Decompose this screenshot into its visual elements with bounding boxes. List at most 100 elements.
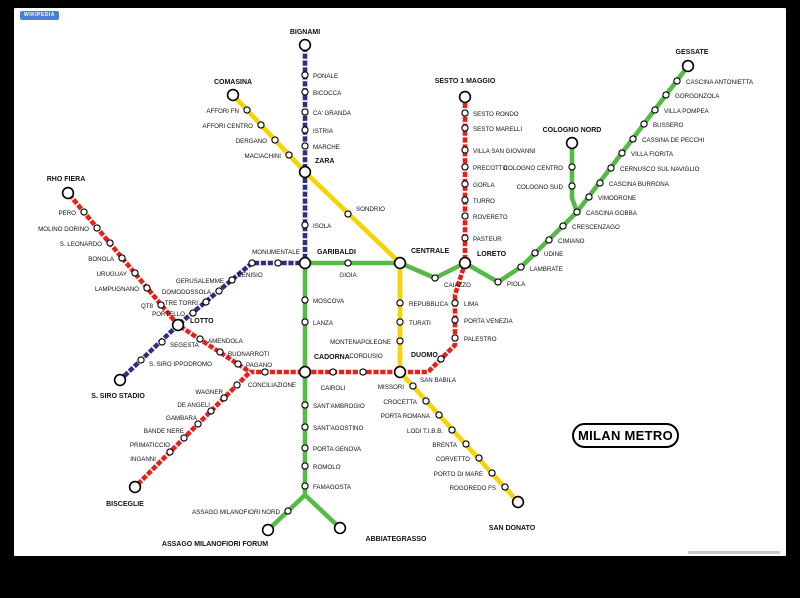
- label-ponale: PONALE: [313, 73, 338, 80]
- station-uruguay: [131, 269, 139, 277]
- label-conciliazione: CONCILIAZIONE: [248, 382, 296, 389]
- label-cassina-de-pecchi: CASSINA DE PECCHI: [642, 137, 705, 144]
- station-primaticcio: [180, 434, 188, 442]
- label-moscova: MOSCOVA: [313, 298, 345, 305]
- station-romolo: [301, 462, 309, 470]
- label-buonarroti: BUONARROTI: [228, 351, 270, 358]
- station-gioia: [344, 259, 352, 267]
- label-primaticcio: PRIMATICCIO: [130, 442, 170, 449]
- line-m2-path-1: [569, 140, 580, 215]
- station-famagosta: [301, 482, 309, 490]
- label-istria: ISTRIA: [313, 128, 334, 135]
- station-sant-ambrogio: [301, 401, 309, 409]
- label-bussero: BUSSERO: [653, 122, 683, 129]
- label-piola: PIOLA: [507, 281, 526, 288]
- station-rogoredo-fs: [501, 483, 509, 491]
- label-lambrate: LAMBRATE: [530, 266, 563, 273]
- station-cologno-centro: [568, 163, 576, 171]
- label-porto-di-mare: PORTO DI MARE: [434, 471, 483, 478]
- station-porto-di-mare: [488, 469, 496, 477]
- station-bande-nere: [194, 420, 202, 428]
- label-missori: MISSORI: [378, 384, 404, 391]
- station-s-siro-ippodromo: [137, 356, 145, 364]
- station-sant-agostino: [301, 423, 309, 431]
- station-s-leonardo: [106, 239, 114, 247]
- station-montenapoleone: [396, 337, 404, 345]
- label-turati: TURATI: [409, 320, 431, 327]
- station-cimiano: [545, 236, 553, 244]
- station-assago-milanofiori-nord: [284, 507, 292, 515]
- label-marche: MARCHE: [313, 144, 340, 151]
- label-cordusio: CORDUSIO: [349, 353, 383, 360]
- station-lodi-t-i-b-b: [448, 426, 456, 434]
- station-affori-fn: [243, 106, 251, 114]
- station-brenta: [462, 440, 470, 448]
- station-sesto-1-maggio: [458, 90, 472, 104]
- station-portello: [189, 309, 197, 317]
- label-san-donato: SAN DONATO: [489, 525, 536, 532]
- label-assago-milanofiori-nord: ASSAGO MILANOFIORI NORD: [192, 509, 281, 516]
- label-crescenzago: CRESCENZAGO: [572, 224, 620, 231]
- wikipedia-badge[interactable]: WIKIPEDIA: [20, 11, 59, 20]
- station-bussero: [640, 120, 648, 128]
- station-affori-centro: [257, 121, 265, 129]
- label-bande-nere: BANDE NERE: [144, 428, 184, 435]
- station-cascina-antonietta: [673, 77, 681, 85]
- label-sondrio: SONDRIO: [356, 206, 385, 213]
- label-monumentale: MONUMENTALE: [252, 249, 300, 256]
- label-sesto-1-maggio: SESTO 1 MAGGIO: [435, 78, 496, 85]
- station-caiazzo: [431, 274, 439, 282]
- station-cairoli: [329, 368, 337, 376]
- label-pero: PERO: [58, 210, 76, 217]
- label-comasina: COMASINA: [214, 79, 252, 86]
- station-villa-san-giovanni: [461, 146, 469, 154]
- label-isola: ISOLA: [313, 223, 332, 230]
- station-cernusco-sul-naviglio: [607, 164, 615, 172]
- station-dergano: [271, 136, 279, 144]
- label-porta-romana: PORTA ROMANA: [381, 413, 431, 420]
- station-wagner: [233, 381, 241, 389]
- station-cascina-burrona: [596, 179, 604, 187]
- station-missori: [409, 382, 417, 390]
- label-duomo: DUOMO: [411, 352, 438, 359]
- station-sesto-rondo: [461, 109, 469, 117]
- station-molino-dorino: [93, 224, 101, 232]
- station-qt8: [157, 301, 165, 309]
- station-lotto: [171, 318, 185, 332]
- station-comasina: [226, 88, 240, 102]
- station-bonola: [118, 254, 126, 262]
- station-segesta: [158, 338, 166, 346]
- label-centrale: CENTRALE: [411, 248, 449, 255]
- station-crescenzago: [559, 222, 567, 230]
- label-crocetta: CROCETTA: [383, 399, 417, 406]
- station-s-siro-stadio: [113, 373, 127, 387]
- label-lampugnano: LAMPUGNANO: [95, 286, 139, 293]
- label-sant-ambrogio: SANT'AMBROGIO: [313, 403, 365, 410]
- label-cenisio: CENISIO: [237, 272, 263, 279]
- label-cairoli: CAIROLI: [321, 385, 346, 392]
- station-lambrate: [517, 263, 525, 271]
- label-cascina-burrona: CASCINA BURRONA: [609, 181, 670, 188]
- label-rovereto: ROVERETO: [473, 214, 508, 221]
- label-s-siro-stadio: S. SIRO STADIO: [91, 393, 145, 400]
- station-gessate: [681, 59, 695, 73]
- station-lampugnano: [143, 284, 151, 292]
- label-garibaldi: GARIBALDI: [317, 249, 356, 256]
- station-zara: [298, 165, 312, 179]
- station-bicocca: [301, 88, 309, 96]
- station-sesto-marelli: [461, 124, 469, 132]
- station-porta-venezia: [451, 316, 459, 324]
- station-gambara: [207, 407, 215, 415]
- label-pagano: PAGANO: [246, 362, 272, 369]
- station-san-babila: [437, 355, 445, 363]
- station-pagano: [234, 360, 242, 368]
- label-palestro: PALESTRO: [464, 336, 497, 343]
- station-repubblica: [396, 299, 404, 307]
- station-lanza: [301, 318, 309, 326]
- station-crocetta: [422, 397, 430, 405]
- station-piola: [494, 278, 502, 286]
- station-porta-romana: [435, 411, 443, 419]
- station-isola: [301, 221, 309, 229]
